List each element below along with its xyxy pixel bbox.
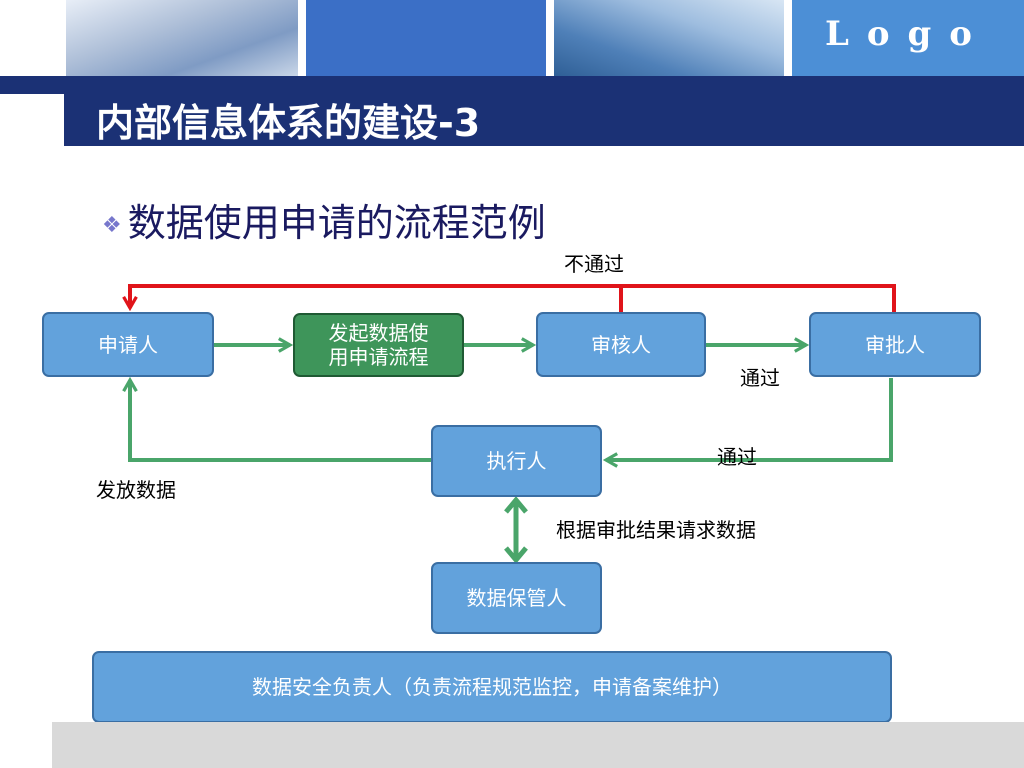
diamond-bullet-icon: ❖ — [102, 213, 122, 238]
security-owner-box: 数据安全负责人（负责流程规范监控，申请备案维护） — [92, 651, 892, 723]
request-data-label: 根据审批结果请求数据 — [556, 518, 756, 542]
title-bar — [64, 76, 1024, 146]
reviewer-box: 审核人 — [536, 312, 706, 377]
slide-title: 内部信息体系的建设-3 — [96, 101, 481, 145]
header-image-keyboard — [66, 0, 298, 76]
reject-line-approver — [122, 284, 896, 312]
logo: Logo — [824, 14, 990, 54]
reject-label: 不通过 — [564, 252, 624, 276]
issue-data-label: 发放数据 — [96, 478, 176, 502]
pass-approve-label: 通过 — [717, 445, 757, 469]
header-logo-panel: Logo — [792, 0, 1024, 76]
header-image-blue-panel — [306, 0, 546, 76]
bullet-text: 数据使用申请的流程范例 — [127, 201, 546, 245]
approver-box: 审批人 — [809, 312, 981, 377]
data-custodian-box: 数据保管人 — [431, 562, 602, 634]
initiate-request-box: 发起数据使 用申请流程 — [293, 313, 464, 377]
header-image-buildings — [554, 0, 784, 76]
arrow-executor-to-applicant — [122, 376, 431, 462]
footer-bar — [52, 722, 1024, 768]
executor-box: 执行人 — [431, 425, 602, 497]
applicant-box: 申请人 — [42, 312, 214, 377]
arrow-approver-to-executor — [602, 378, 893, 468]
pass-review-label: 通过 — [740, 366, 780, 390]
bullet-row: ❖数据使用申请的流程范例 — [102, 192, 546, 247]
